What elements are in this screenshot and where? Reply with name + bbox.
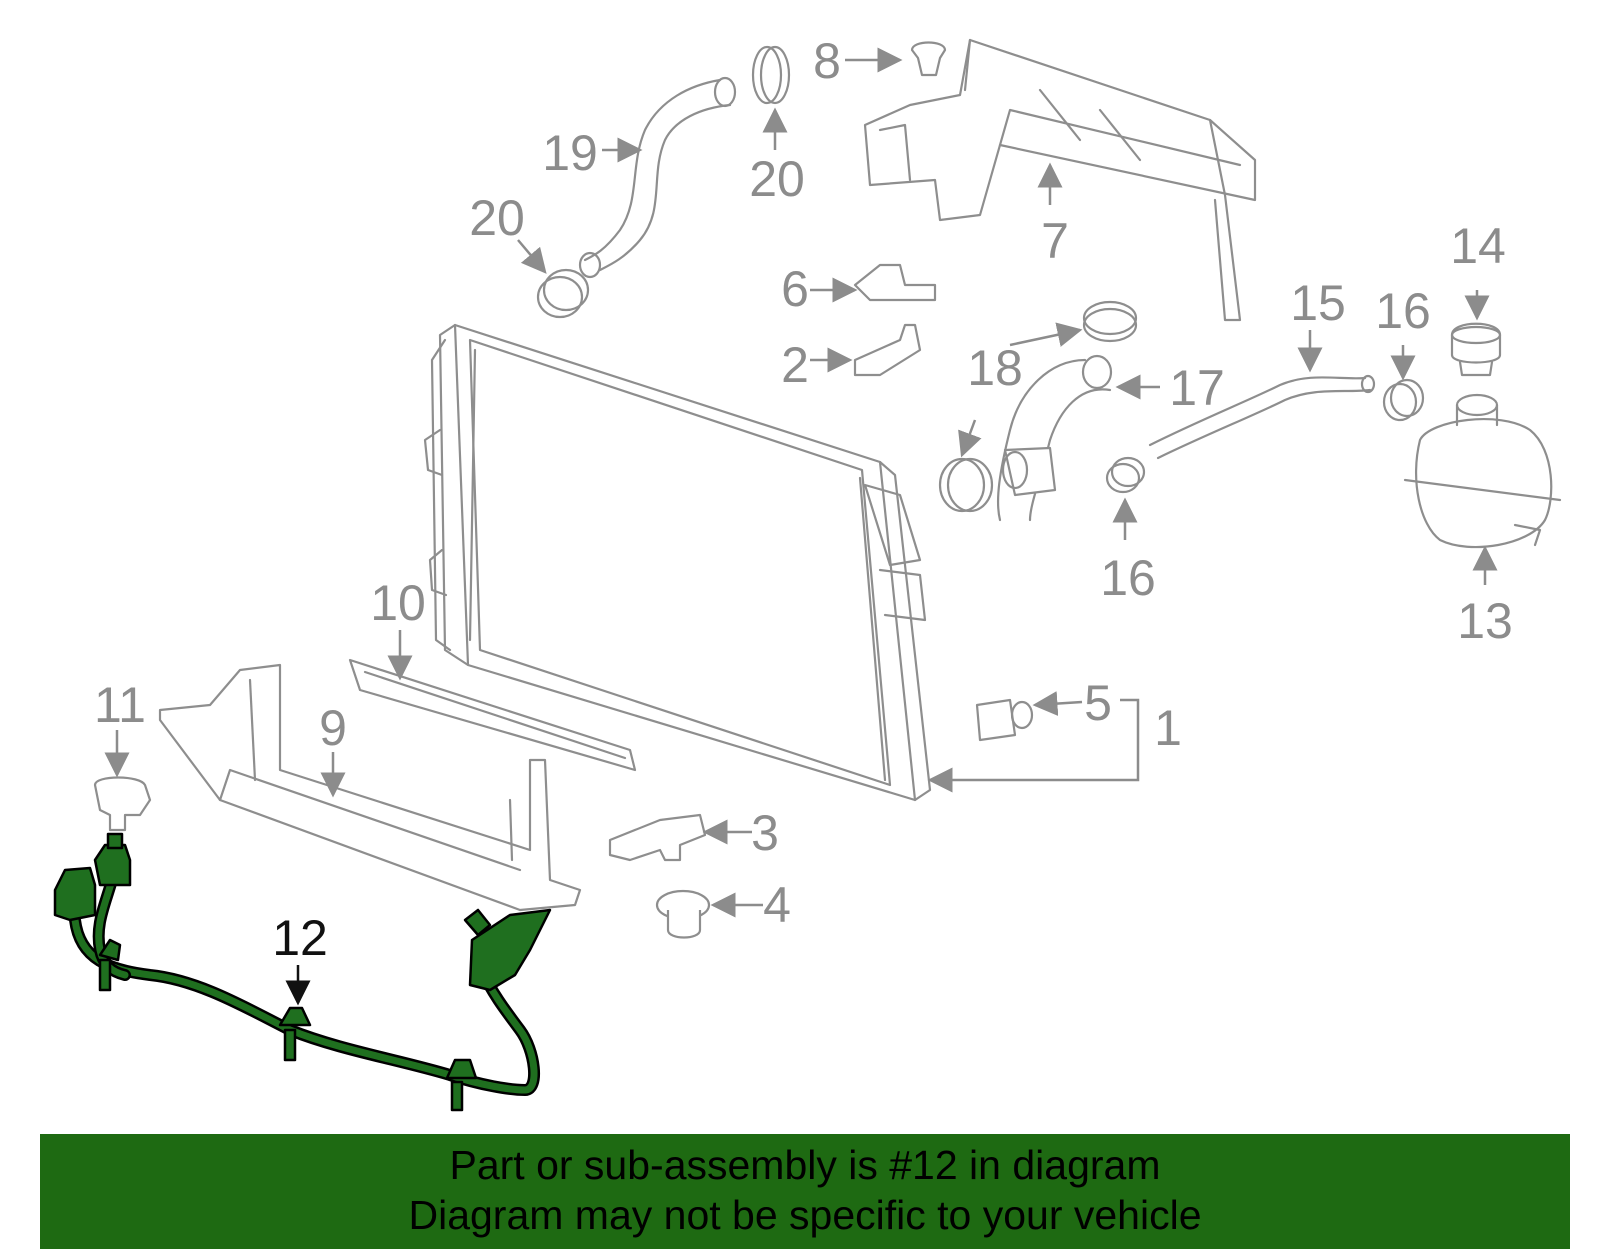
label-14: 14	[1450, 218, 1506, 274]
coolant-reservoir-part	[1403, 393, 1562, 549]
overflow-hose-part	[1148, 374, 1376, 460]
upper-hose-part	[578, 76, 737, 279]
parts-diagram: 8 20 19 20 7 6 2 18 17 16 15 16 14 13 5 …	[53, 33, 1562, 1112]
label-1: 1	[1154, 700, 1182, 756]
label-18: 18	[967, 340, 1023, 396]
label-15: 15	[1290, 275, 1346, 331]
label-7: 7	[1041, 213, 1069, 269]
wiring-harness-part	[53, 832, 552, 1112]
temperature-sensor-part	[93, 776, 152, 832]
hose-clamp-part-16-right	[1382, 378, 1425, 422]
push-pin-part	[910, 41, 947, 77]
label-9: 9	[319, 700, 347, 756]
lower-support-part	[158, 663, 582, 912]
hose-clamp-part-18-side	[938, 457, 994, 513]
hose-clamp-part-18	[1082, 300, 1138, 343]
label-11: 11	[94, 677, 146, 733]
bracket-part-3	[608, 813, 707, 862]
banner-line-1: Part or sub-assembly is #12 in diagram	[449, 1142, 1161, 1188]
bracket-part-2	[853, 323, 922, 377]
lower-hose-part	[996, 354, 1113, 522]
label-10: 10	[370, 575, 426, 631]
banner-line-2: Diagram may not be specific to your vehi…	[408, 1192, 1202, 1238]
label-20-top: 20	[749, 151, 805, 207]
label-6: 6	[781, 261, 809, 317]
air-deflector-part	[348, 658, 637, 772]
hose-clamp-part-upper	[751, 45, 791, 105]
upper-tie-bar-part	[863, 38, 1257, 322]
radiator-part	[423, 323, 932, 802]
grommet-part	[655, 889, 711, 939]
label-2: 2	[781, 337, 809, 393]
label-16-right: 16	[1375, 283, 1431, 339]
label-3: 3	[751, 805, 779, 861]
label-13: 13	[1457, 593, 1513, 649]
label-17: 17	[1169, 360, 1225, 416]
label-19: 19	[542, 125, 598, 181]
label-20-left: 20	[469, 190, 525, 246]
reservoir-cap-part	[1450, 322, 1502, 377]
bracket-part-6	[853, 263, 937, 302]
label-5: 5	[1084, 675, 1112, 731]
hose-clamp-part-lower	[536, 268, 590, 319]
callout-arrows	[104, 47, 1498, 1006]
label-16-left: 16	[1100, 550, 1156, 606]
label-4: 4	[763, 877, 791, 933]
label-8: 8	[813, 33, 841, 89]
hose-clamp-part-16-left	[1105, 456, 1146, 494]
label-12: 12	[272, 910, 328, 966]
callout-labels: 8 20 19 20 7 6 2 18 17 16 15 16 14 13 5 …	[94, 33, 1513, 966]
coolant-sensor-part	[975, 698, 1034, 742]
info-banner: Part or sub-assembly is #12 in diagram D…	[40, 1134, 1570, 1249]
